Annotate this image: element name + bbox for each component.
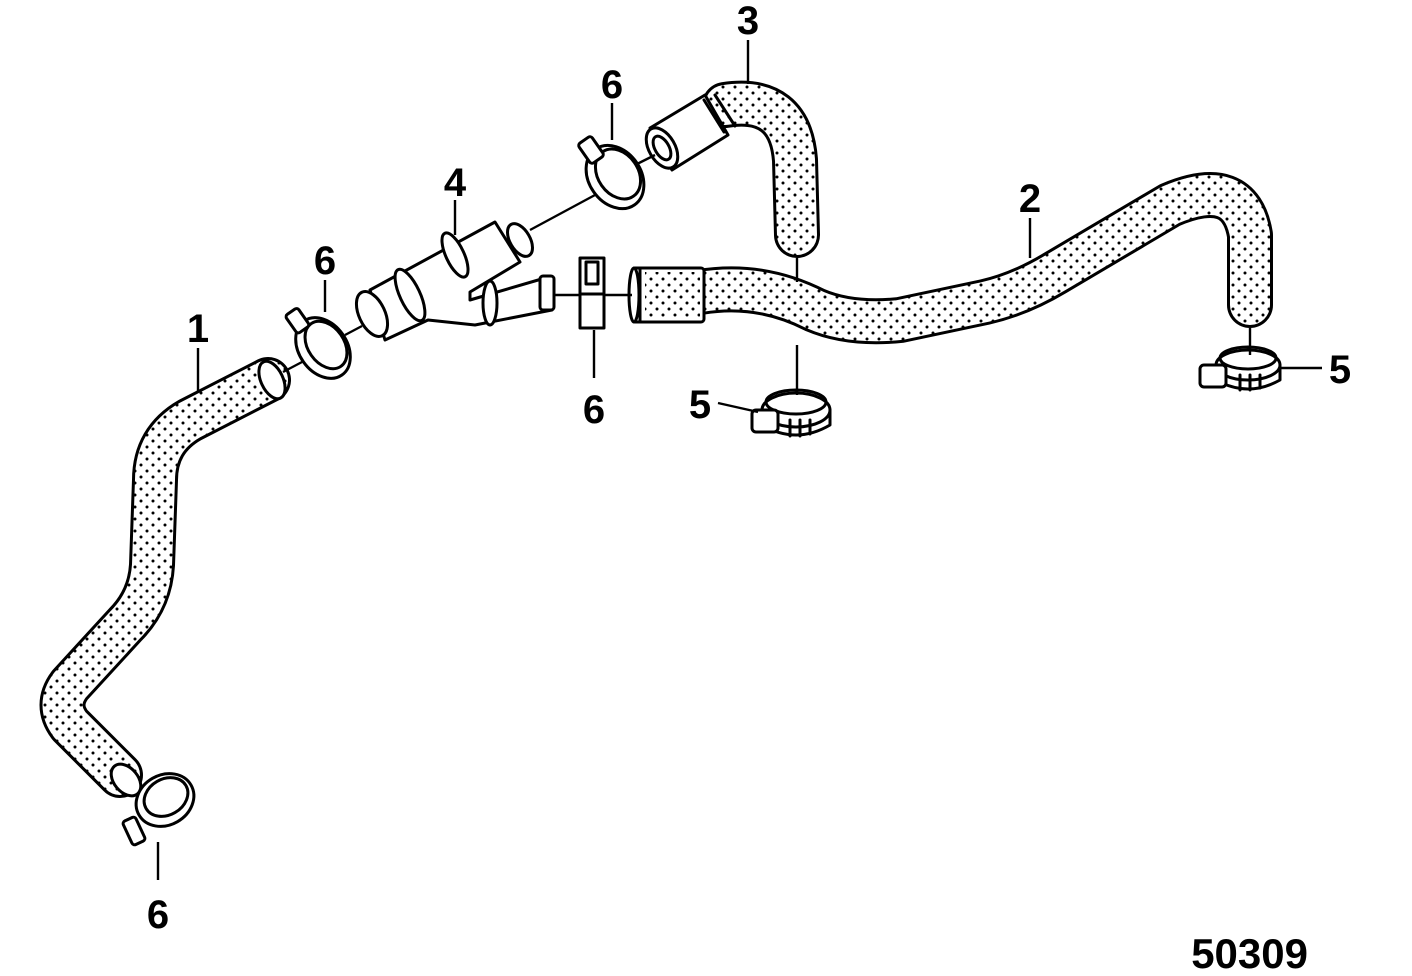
callout-6-mid: 6 <box>583 388 605 432</box>
callout-6-left: 6 <box>314 239 336 283</box>
hose-2 <box>627 172 1273 345</box>
fitting-4 <box>354 220 556 342</box>
clamp-5-right <box>1198 345 1282 392</box>
clamp-5-center <box>750 388 832 438</box>
clamp-6-top <box>577 135 646 211</box>
callout-leaders <box>156 40 1322 880</box>
figure-id: 50309 <box>1191 930 1308 976</box>
callout-3: 3 <box>737 0 759 43</box>
callout-6-bottom: 6 <box>147 893 169 937</box>
callout-6-top: 6 <box>601 63 623 107</box>
callout-5-center: 5 <box>689 383 711 427</box>
clamp-6-bottom <box>121 772 196 847</box>
clamp-6-mid <box>578 256 606 330</box>
assembly-lines <box>282 153 1252 395</box>
callout-5-right: 5 <box>1329 348 1351 392</box>
callout-4: 4 <box>444 161 467 205</box>
hose-1 <box>39 357 291 798</box>
callout-1: 1 <box>187 307 209 351</box>
callout-2: 2 <box>1019 177 1041 221</box>
clamp-6-left <box>284 307 352 380</box>
hose-3 <box>644 80 820 258</box>
